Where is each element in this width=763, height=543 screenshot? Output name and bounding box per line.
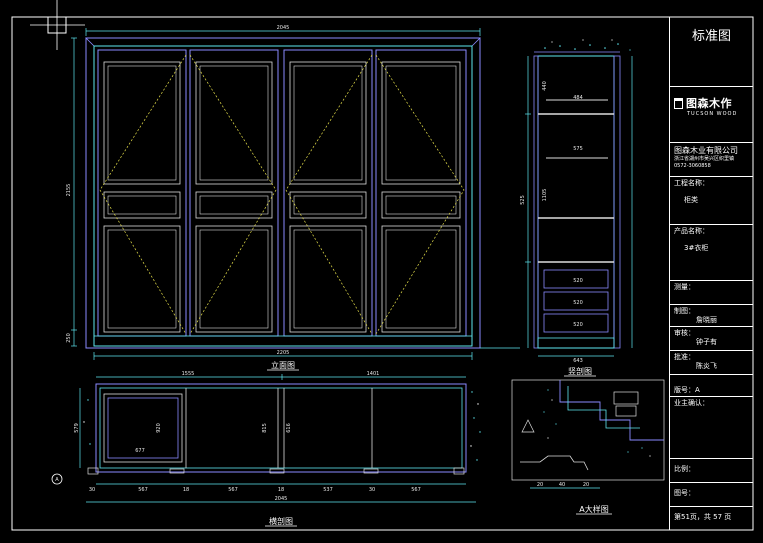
survey-label: 测量： bbox=[674, 283, 695, 291]
door-2 bbox=[189, 49, 279, 337]
product-cell: 产品名称： 3#衣柜 bbox=[670, 225, 753, 281]
detail-dim-3: 20 bbox=[583, 482, 589, 488]
side-dim-v3: 525 bbox=[520, 195, 526, 205]
approve-value: 陈炎飞 bbox=[696, 362, 717, 370]
front-elevation: 2045 2155 250 2205 立面图 bbox=[66, 25, 520, 371]
brand-logo: 图森木作 bbox=[674, 95, 749, 111]
standard-title: 标准图 bbox=[670, 17, 753, 87]
project-value: 柜类 bbox=[684, 196, 698, 204]
drawing-no-cell: 图号： bbox=[670, 483, 753, 507]
brand-cell: 图森木作 TUCSON WOOD bbox=[670, 87, 753, 143]
detail-dim-1: 20 bbox=[537, 482, 543, 488]
side-dim-drawer-1: 520 bbox=[573, 278, 583, 284]
plan-dim-seg-b: 567 bbox=[228, 487, 238, 493]
product-value: 3#衣柜 bbox=[684, 244, 709, 252]
plan-dim-left-span: 1555 bbox=[182, 371, 195, 377]
company-cell: 图森木业有限公司 浙江省湖州市吴兴区织里镇 0572-3060858 bbox=[670, 143, 753, 177]
page-cell: 第51页，共 57 页 bbox=[670, 507, 753, 530]
side-dim-drawer-3: 520 bbox=[573, 322, 583, 328]
company-address: 浙江省湖州市吴兴区织里镇 bbox=[674, 156, 735, 162]
scale-cell: 比例： bbox=[670, 459, 753, 483]
detail-a: 20 40 20 A大样图 bbox=[511, 379, 665, 515]
approve-cell: 批准： 陈炎飞 bbox=[670, 351, 753, 375]
plan-dim-gap-a: 30 bbox=[89, 487, 95, 493]
side-top-hatch bbox=[544, 39, 631, 51]
side-dim-shelf-b: 575 bbox=[573, 146, 583, 152]
plan-dim-inner-h1: 920 bbox=[156, 423, 162, 433]
front-dim-left: 2155 bbox=[66, 184, 72, 197]
version-cell: 版号：A bbox=[670, 375, 753, 397]
plan-dim-bottom-total: 2045 bbox=[275, 496, 288, 502]
drafter-label: 制图： bbox=[674, 307, 695, 315]
drafter-value: 詹晓丽 bbox=[696, 316, 717, 324]
plan-view-title: 横剖图 bbox=[269, 516, 293, 526]
side-dim-shelf-a: 484 bbox=[573, 95, 583, 101]
section-marker bbox=[51, 473, 63, 485]
version-label: 版号： bbox=[674, 386, 695, 394]
brand-logo-icon bbox=[674, 97, 683, 109]
plan-dim-inner-h2: 815 bbox=[262, 423, 268, 433]
front-view-title: 立面图 bbox=[271, 360, 295, 370]
drawing-no-label: 图号： bbox=[674, 489, 695, 497]
door-4 bbox=[375, 49, 467, 337]
project-label: 工程名称： bbox=[674, 179, 709, 187]
side-dim-drawer-2: 520 bbox=[573, 300, 583, 306]
brand-name: 图森木作 bbox=[686, 97, 732, 110]
company-name: 图森木业有限公司 bbox=[674, 146, 738, 155]
version-value: A bbox=[695, 386, 700, 394]
door-3 bbox=[283, 49, 373, 337]
plan-dim-left-h: 579 bbox=[74, 423, 80, 433]
plan-dim-gap-d: 30 bbox=[369, 487, 375, 493]
detail-dim-2: 40 bbox=[559, 482, 565, 488]
plan-dim-inner-w: 677 bbox=[135, 448, 145, 454]
front-dim-bottom: 2205 bbox=[277, 350, 290, 356]
section-marker-label: A bbox=[55, 477, 59, 483]
side-dim-bottom: 643 bbox=[573, 358, 583, 364]
brand-name-en: TUCSON WOOD bbox=[687, 111, 738, 117]
plan-dim-gap-c: 18 bbox=[278, 487, 284, 493]
title-block: 标准图 图森木作 TUCSON WOOD 图森木业有限公司 浙江省湖州市吴兴区织… bbox=[669, 17, 753, 530]
review-label: 审核： bbox=[674, 329, 695, 337]
detail-hatch bbox=[543, 389, 651, 457]
side-dim-v2: 1105 bbox=[542, 189, 548, 202]
plan-wall-hatch bbox=[83, 391, 481, 461]
plan-dim-seg-d: 567 bbox=[411, 487, 421, 493]
page-number: 第51页，共 57 页 bbox=[674, 513, 732, 521]
front-dim-top: 2045 bbox=[277, 25, 290, 31]
plan-dim-right-span: 1401 bbox=[367, 371, 380, 377]
plan-dim-inner-h3: 616 bbox=[286, 423, 292, 433]
approve-label: 批准： bbox=[674, 353, 695, 361]
side-section: 484 575 440 1105 525 520 520 520 643 竖剖图 bbox=[520, 39, 633, 377]
plan-dim-gap-b: 18 bbox=[183, 487, 189, 493]
detail-view-title: A大样图 bbox=[579, 504, 608, 514]
project-cell: 工程名称： 柜类 bbox=[670, 177, 753, 225]
survey-cell: 测量： bbox=[670, 281, 753, 305]
drafter-cell: 制图： 詹晓丽 bbox=[670, 305, 753, 327]
frame bbox=[11, 0, 754, 531]
review-cell: 审核： 钟子有 bbox=[670, 327, 753, 351]
front-dim-left-small: 250 bbox=[66, 333, 72, 343]
review-value: 钟子有 bbox=[696, 338, 717, 346]
door-1 bbox=[97, 49, 187, 337]
plan-dim-seg-a: 567 bbox=[138, 487, 148, 493]
side-view-title: 竖剖图 bbox=[568, 366, 592, 376]
scale-label: 比例： bbox=[674, 465, 695, 473]
plan-dim-seg-c: 537 bbox=[323, 487, 333, 493]
company-phone: 0572-3060858 bbox=[674, 163, 711, 169]
side-dim-v1: 440 bbox=[542, 81, 548, 91]
owner-label: 业主确认： bbox=[674, 399, 709, 407]
product-label: 产品名称： bbox=[674, 227, 709, 235]
owner-cell: 业主确认： bbox=[670, 397, 753, 459]
plan-section: 1555 1401 920 815 616 677 579 30 567 18 … bbox=[51, 371, 481, 527]
